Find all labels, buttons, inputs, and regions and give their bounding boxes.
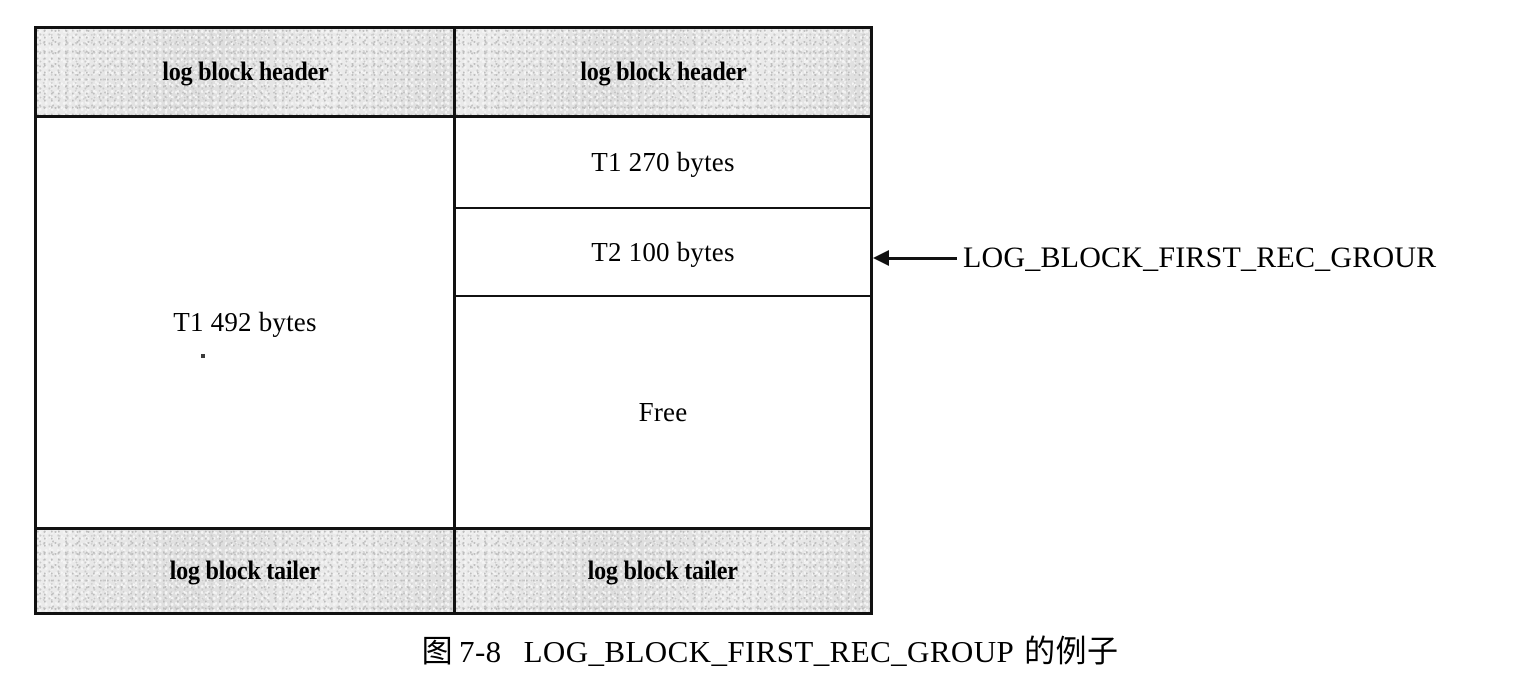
log-record-cell-free: Free xyxy=(456,297,870,530)
log-block-header-cell-right: log block header xyxy=(456,29,870,115)
log-record-cell-t1-270: T1 270 bytes xyxy=(456,115,870,209)
log-block-column-right: log block header T1 270 bytes T2 100 byt… xyxy=(456,29,870,612)
log-record-label-free: Free xyxy=(638,396,688,427)
log-block-diagram: log block header T1 492 bytes log block … xyxy=(34,26,873,615)
left-arrow-icon xyxy=(873,248,957,268)
arrow-head-shape xyxy=(873,250,889,266)
log-block-tailer-cell-left: log block tailer xyxy=(37,530,453,612)
callout-annotation: LOG_BLOCK_FIRST_REC_GROUR xyxy=(873,238,1436,278)
log-record-cell-t1-492: T1 492 bytes xyxy=(37,115,453,530)
log-block-header-cell-left: log block header xyxy=(37,29,453,115)
log-block-column-left: log block header T1 492 bytes log block … xyxy=(37,29,456,612)
log-record-label-t2-100: T2 100 bytes xyxy=(591,236,735,267)
caption-figure-number: 7-8 xyxy=(459,634,502,669)
callout-label-text: LOG_BLOCK_FIRST_REC_GROUR xyxy=(963,241,1437,274)
log-block-tailer-label-left: log block tailer xyxy=(169,556,320,585)
log-block-header-label-left: log block header xyxy=(161,57,329,86)
log-block-tailer-cell-right: log block tailer xyxy=(456,530,870,612)
arrow-line-shape xyxy=(885,257,957,260)
log-record-label-t1-492: T1 492 bytes xyxy=(173,307,317,337)
caption-figure-word: 图 xyxy=(421,634,454,669)
scan-speck-artifact xyxy=(201,354,205,358)
log-block-header-label-right: log block header xyxy=(579,57,747,86)
log-record-cell-t2-100: T2 100 bytes xyxy=(456,209,870,297)
log-block-tailer-label-right: log block tailer xyxy=(587,556,738,585)
caption-suffix: 的例子 xyxy=(1024,634,1119,669)
log-record-label-t1-270: T1 270 bytes xyxy=(591,147,735,177)
caption-figure-name: LOG_BLOCK_FIRST_REC_GROUP xyxy=(523,634,1015,669)
